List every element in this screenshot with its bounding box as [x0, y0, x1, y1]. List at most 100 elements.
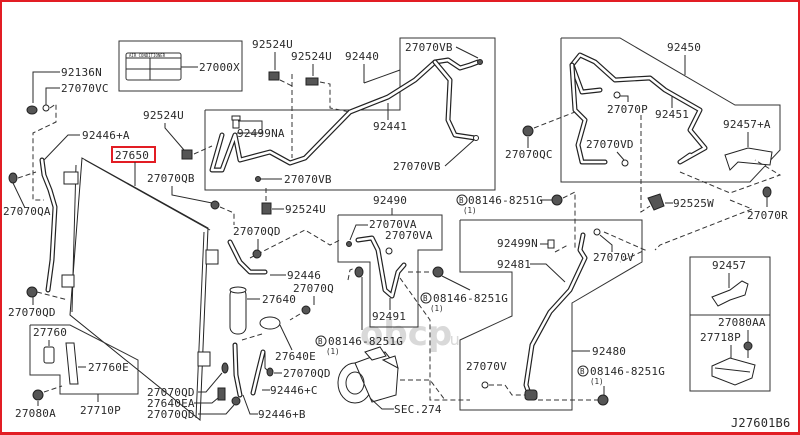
part-label-27070P[interactable]: 27070P	[607, 103, 648, 116]
bolt-27070QB-icon	[210, 200, 220, 210]
svg-text:(1): (1)	[430, 304, 444, 313]
part-label-27070VB-mid[interactable]: 27070VB	[393, 160, 441, 173]
part-label-27070QA[interactable]: 27070QA	[3, 205, 51, 218]
part-label-92499N[interactable]: 92499N	[497, 237, 538, 250]
bolt-27070QA-icon	[8, 172, 18, 184]
part-label-27070QD-mid[interactable]: 27070QD	[233, 225, 281, 238]
part-label-27000X[interactable]: 27000X	[199, 61, 240, 74]
watermark: obcp .ru	[360, 314, 460, 354]
oring-27070VA-b-icon	[385, 247, 393, 255]
part-label-27710P[interactable]: 27710P	[80, 404, 121, 417]
part-label-27070Q[interactable]: 27070Q	[293, 282, 334, 295]
part-label-92457[interactable]: 92457	[712, 259, 746, 272]
part-label-27070VB-top[interactable]: 27070VB	[405, 41, 453, 54]
box-module	[689, 314, 771, 392]
part-label-92446[interactable]: 92446	[287, 269, 321, 282]
part-label-92440[interactable]: 92440	[345, 50, 379, 63]
part-label-27070QD-b[interactable]: 27070QD	[283, 367, 331, 380]
part-label-92451[interactable]: 92451	[655, 108, 689, 121]
svg-text:B: B	[423, 294, 428, 303]
part-label-27640E[interactable]: 27640E	[275, 350, 316, 363]
bolt-08146-a-icon	[551, 194, 563, 206]
part-label-92446C[interactable]: 92446+C	[270, 384, 318, 397]
part-label-27080AA[interactable]: 27080AA	[718, 316, 766, 329]
svg-text:(1): (1)	[326, 347, 340, 356]
part-label-92524U-d[interactable]: 92524U	[285, 203, 326, 216]
part-label-27718P[interactable]: 27718P	[700, 331, 741, 344]
part-label-27070VB-left[interactable]: 27070VB	[284, 173, 332, 186]
part-label-27070R[interactable]: 27070R	[747, 209, 788, 222]
highlighted-part-box	[111, 146, 156, 163]
part-label-08146-b[interactable]: 08146-8251G	[433, 292, 508, 305]
bolt-27080AA-icon	[743, 341, 753, 351]
part-label-92524U-b[interactable]: 92524U	[291, 50, 332, 63]
bolt-27080A-icon	[32, 389, 44, 401]
part-label-92481[interactable]: 92481	[497, 258, 531, 271]
part-label-92446B[interactable]: 92446+B	[258, 408, 306, 421]
part-label-92136N[interactable]: 92136N	[61, 66, 102, 79]
part-label-27070VA-a[interactable]: 27070VA	[369, 218, 417, 231]
part-label-92525W[interactable]: 92525W	[673, 197, 714, 210]
clip-92524U-b-icon	[305, 77, 319, 86]
bolt-08146-a-group: B 08146-8251G (1)	[456, 191, 576, 250]
clip-92136N-icon	[26, 105, 38, 115]
part-label-27650-highlighted[interactable]: 27650	[115, 149, 149, 162]
part-label-27070QD-left[interactable]: 27070QD	[8, 306, 56, 319]
part-label-92450[interactable]: 92450	[667, 41, 701, 54]
svg-text:(1): (1)	[463, 206, 477, 215]
part-label-27070QC[interactable]: 27070QC	[505, 148, 553, 161]
receiver-drier-27640-icon	[229, 287, 247, 335]
part-label-08146-c[interactable]: 08146-8251G	[328, 335, 403, 348]
clip-group-left: 92136N 27070VC	[26, 66, 109, 201]
part-label-92491[interactable]: 92491	[372, 310, 406, 323]
part-label-27070VA-b[interactable]: 27070VA	[385, 229, 433, 242]
part-label-92524U-a[interactable]: 92524U	[252, 38, 293, 51]
bolt-27070QB-group: 27070QB	[147, 172, 235, 225]
part-label-27070QD-d[interactable]: 27070QD	[147, 408, 195, 421]
bolt-08146-b-icon	[432, 266, 444, 278]
clip-92524U-c-icon	[181, 149, 193, 160]
part-label-08146-a[interactable]: 08146-8251G	[468, 194, 543, 207]
bracket-92457-icon	[711, 280, 749, 307]
bracket-27760E-icon	[65, 342, 79, 385]
part-label-92499NA[interactable]: 92499NA	[237, 127, 285, 140]
part-label-27070V-a[interactable]: 27070V	[593, 251, 634, 264]
bolt-27070QD-left-icon	[26, 286, 38, 298]
part-label-SEC274[interactable]: SEC.274	[394, 403, 442, 416]
part-label-27070QB[interactable]: 27070QB	[147, 172, 195, 185]
part-label-27760[interactable]: 27760	[33, 326, 67, 339]
part-label-92490[interactable]: 92490	[373, 194, 407, 207]
part-label-27760E[interactable]: 27760E	[88, 361, 129, 374]
part-label-08146-d[interactable]: 08146-8251G	[590, 365, 665, 378]
oring-27070VA-a-icon	[346, 241, 352, 247]
part-label-27070QD-c[interactable]: 27070QD	[147, 386, 195, 399]
svg-text:(1): (1)	[590, 377, 604, 386]
part-label-92457A[interactable]: 92457+A	[723, 118, 771, 131]
part-label-92524U-c[interactable]: 92524U	[143, 109, 184, 122]
label-sticker-group: AIR CONDITIONER 27000X	[118, 40, 243, 92]
oring-27070V-b-icon	[481, 381, 489, 389]
part-label-92480[interactable]: 92480	[592, 345, 626, 358]
bolt-27070QC-group: 27070QC	[505, 111, 576, 161]
part-label-27070VD[interactable]: 27070VD	[586, 138, 634, 151]
part-label-27640[interactable]: 27640	[262, 293, 296, 306]
svg-text:B: B	[318, 337, 323, 346]
bracket-27640E-icon	[259, 316, 281, 330]
part-label-92446A[interactable]: 92446+A	[82, 129, 130, 142]
part-label-27640EA[interactable]: 27640EA	[147, 397, 195, 410]
bolt-mark-icon	[456, 194, 468, 206]
oring-27070VB-top-icon	[477, 59, 483, 65]
part-label-27080A[interactable]: 27080A	[15, 407, 56, 420]
pressure-switch-group: 27760 27760E 27710P 27080A	[15, 324, 139, 420]
condenser-core-icon	[69, 157, 209, 422]
part-label-92441[interactable]: 92441	[373, 120, 407, 133]
part-label-27070V-b[interactable]: 27070V	[466, 360, 507, 373]
clip-27640EA-icon	[217, 387, 226, 401]
oring-27070VB-mid-icon	[473, 135, 479, 141]
pipe-92490-group: 92490 27070VA 27070VA 92491 B 08146-8251…	[249, 194, 508, 401]
clip-92524U-d-icon	[261, 202, 272, 215]
clip-92525W-icon	[647, 193, 665, 211]
part-label-27070VC[interactable]: 27070VC	[61, 82, 109, 95]
